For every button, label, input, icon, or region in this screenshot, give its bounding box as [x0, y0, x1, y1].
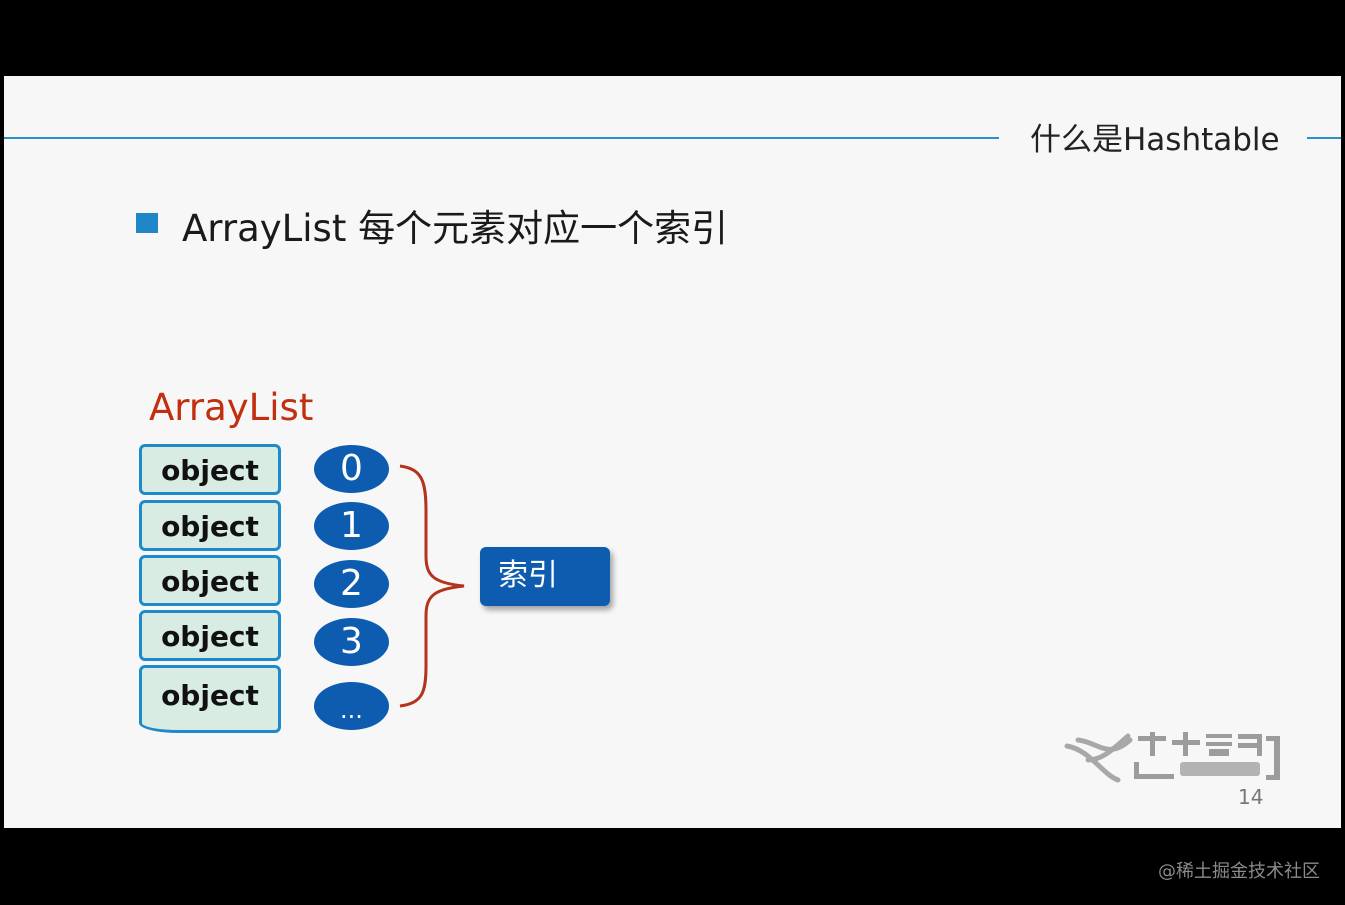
slide: 什么是Hashtable ArrayList 每个元素对应一个索引 ArrayL…: [4, 76, 1341, 828]
index-oval: 1: [314, 502, 389, 550]
accp-logo: [1064, 732, 1280, 783]
bullet-square-icon: [136, 213, 158, 233]
index-oval: 0: [314, 445, 389, 493]
object-cell: object: [139, 665, 281, 733]
header-rule-right: [1307, 137, 1341, 139]
bullet-text: ArrayList 每个元素对应一个索引: [182, 207, 729, 250]
page-number: 14: [1238, 785, 1264, 809]
object-cell: object: [139, 555, 281, 606]
object-cell: object: [139, 610, 281, 661]
index-oval: 2: [314, 560, 389, 608]
header-rule: [4, 137, 999, 139]
object-cell: object: [139, 500, 281, 551]
watermark: @稀土掘金技术社区: [1158, 861, 1320, 882]
arraylist-label: ArrayList: [149, 386, 314, 429]
slide-title: 什么是Hashtable: [1030, 122, 1280, 158]
object-cell: object: [139, 444, 281, 495]
index-oval: ...: [314, 682, 389, 730]
curly-brace-icon: [399, 464, 465, 708]
index-label-box: 索引: [480, 547, 610, 606]
index-oval: 3: [314, 618, 389, 666]
